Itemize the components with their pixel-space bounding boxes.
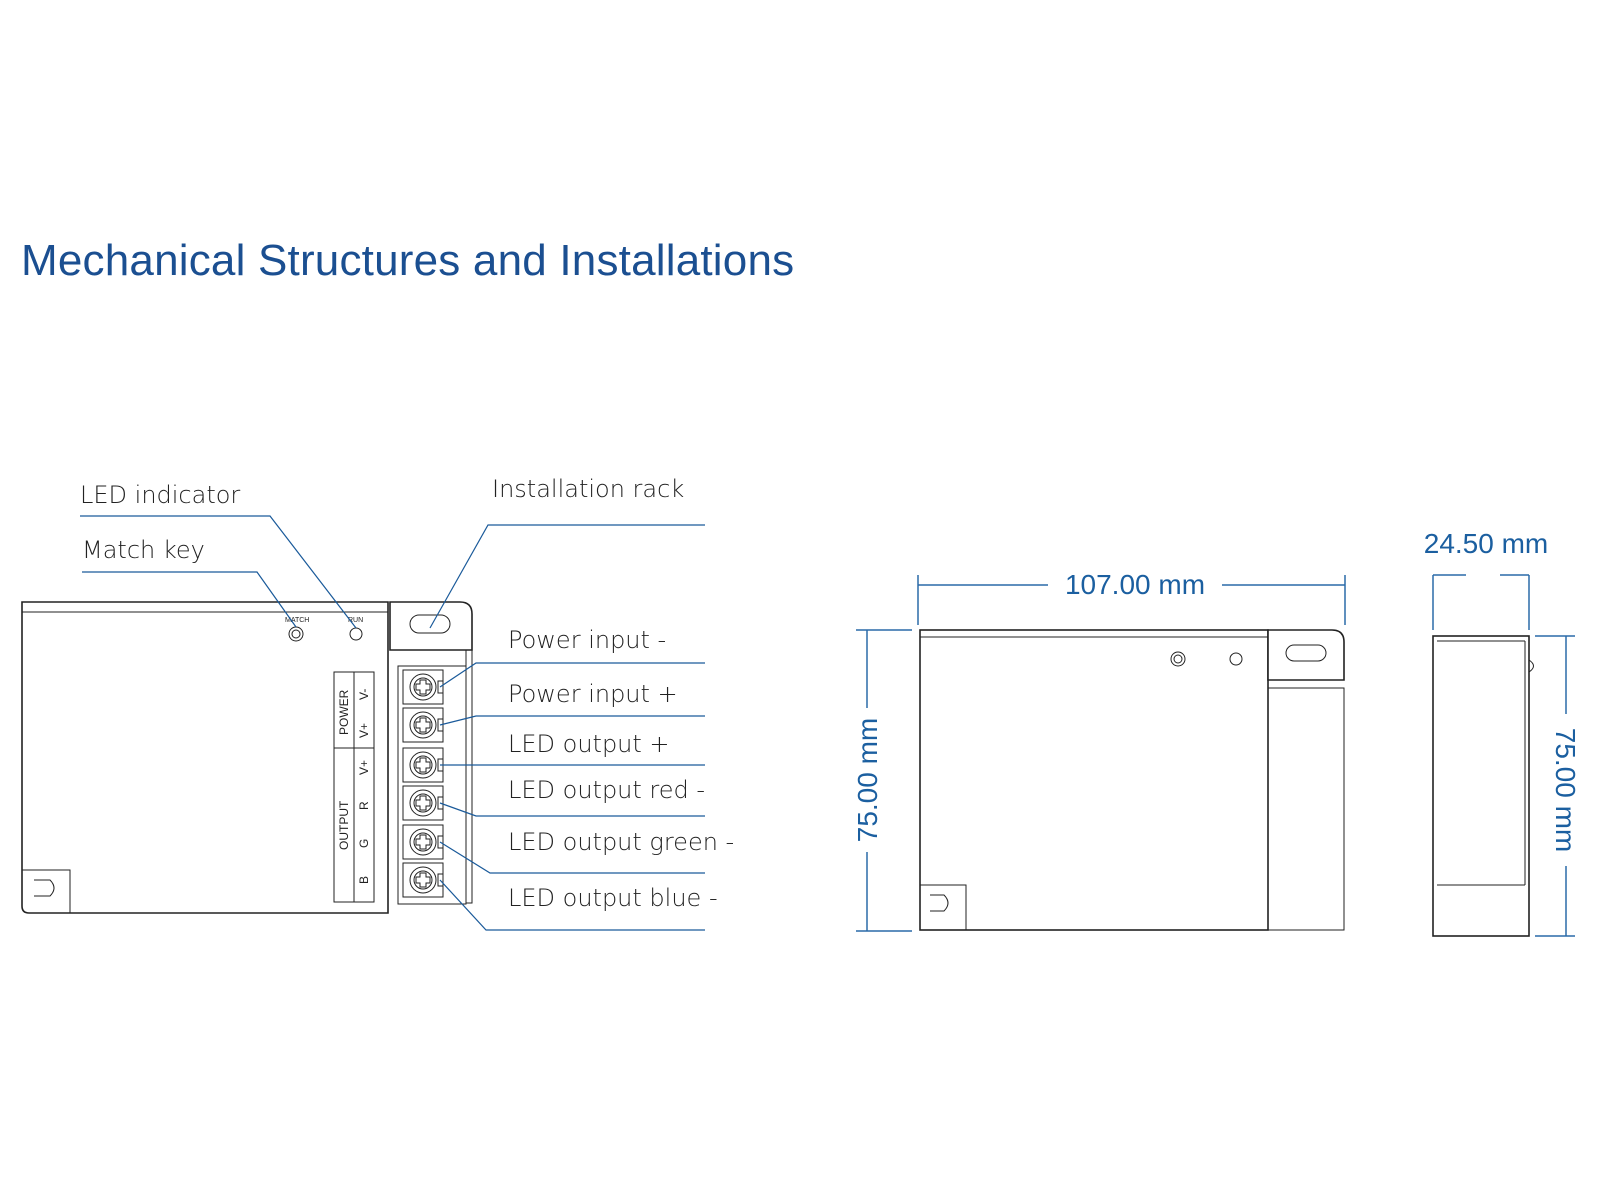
device-body	[21, 601, 389, 914]
terminal-mark-g: G	[357, 839, 371, 848]
terminal-cell	[402, 785, 444, 821]
terminal-cell	[402, 669, 444, 705]
terminal-screw-head	[413, 832, 433, 852]
leader-lines	[80, 515, 705, 931]
dimension-length-text: 107.00 mm	[1065, 569, 1205, 600]
device-front-view: MATCH RUN POWER OUTPUT V- V+ V+ R G B	[21, 601, 473, 914]
page-title: Mechanical Structures and Installations	[21, 236, 795, 285]
match-mark: MATCH	[285, 617, 309, 624]
front-outline-body	[919, 629, 1269, 931]
terminal-block	[397, 665, 467, 905]
label-led-indicator: LED indicator	[80, 481, 240, 509]
terminal-screw	[409, 789, 437, 817]
front-outline-match-hole	[1170, 651, 1186, 667]
terminal-mark-v-plus-2: V+	[357, 760, 371, 775]
label-match-key: Match key	[82, 536, 205, 564]
terminal-clip	[437, 680, 444, 694]
terminal-screw	[409, 711, 437, 739]
front-outline-led-hole	[1229, 652, 1243, 666]
side-outline-body	[1432, 635, 1530, 937]
label-led-output-blue: LED output blue -	[508, 884, 718, 912]
output-mark: OUTPUT	[337, 800, 351, 850]
terminal-mark-b: B	[357, 876, 371, 884]
run-mark: RUN	[348, 617, 363, 624]
screw-cross-icon	[415, 757, 431, 773]
dimension-height-front-text: 75.00 mm	[852, 718, 883, 843]
dimension-depth: 24.50 mm	[1424, 528, 1549, 630]
front-outline-view	[919, 629, 1345, 931]
terminal-clip	[437, 796, 444, 810]
terminal-cell	[402, 747, 444, 783]
label-power-input-minus: Power input -	[508, 626, 666, 654]
terminal-cell	[402, 862, 444, 898]
terminal-clip	[437, 835, 444, 849]
terminal-screw	[409, 751, 437, 779]
rack-slot	[409, 614, 451, 634]
side-outline-view	[1432, 635, 1534, 937]
terminal-clip	[437, 873, 444, 887]
terminal-screw-head	[413, 677, 433, 697]
terminal-screw	[409, 828, 437, 856]
terminal-screw	[409, 866, 437, 894]
terminal-screw-head	[413, 793, 433, 813]
screw-cross-icon	[415, 834, 431, 850]
dimension-length: 107.00 mm	[917, 569, 1346, 625]
screw-cross-icon	[415, 872, 431, 888]
terminal-screw-head	[413, 870, 433, 890]
terminal-screw-head	[413, 715, 433, 735]
terminal-clip	[437, 718, 444, 732]
label-led-output-red: LED output red -	[508, 776, 705, 804]
label-power-input-plus: Power input +	[508, 680, 678, 708]
terminal-mark-r: R	[357, 801, 371, 810]
front-outline-rack	[1267, 629, 1345, 681]
label-installation-rack: Installation rack	[492, 475, 684, 503]
terminal-cell	[402, 824, 444, 860]
label-led-output-plus: LED output +	[508, 730, 670, 758]
screw-cross-icon	[415, 717, 431, 733]
label-led-output-green: LED output green -	[508, 828, 734, 856]
dimension-height-front: 75.00 mm	[852, 629, 912, 932]
power-mark: POWER	[337, 689, 351, 735]
dimension-depth-text: 24.50 mm	[1424, 528, 1549, 559]
terminal-screw-head	[413, 755, 433, 775]
terminal-mark-v-plus-1: V+	[357, 723, 371, 738]
dimension-height-side: 75.00 mm	[1535, 635, 1581, 937]
terminal-mark-v-minus: V-	[357, 689, 371, 700]
dimension-height-side-text: 75.00 mm	[1550, 728, 1581, 853]
screw-cross-icon	[415, 795, 431, 811]
terminal-screws	[402, 669, 444, 898]
front-outline-terminal-area	[1267, 687, 1345, 931]
terminal-screw	[409, 673, 437, 701]
screw-cross-icon	[415, 679, 431, 695]
terminal-cell	[402, 707, 444, 743]
